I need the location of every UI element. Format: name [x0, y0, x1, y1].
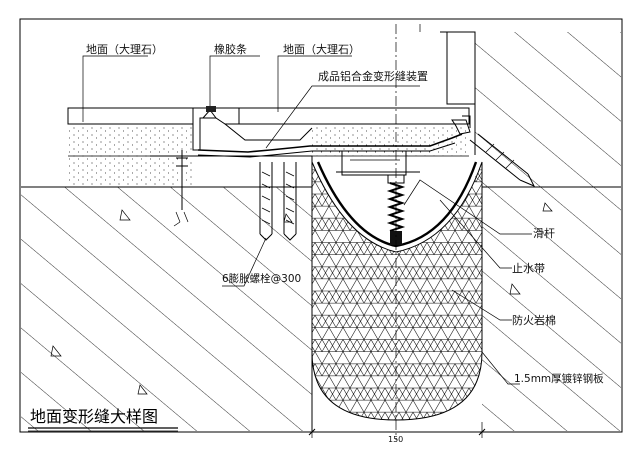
concrete-slab-left — [21, 186, 313, 431]
drawing-title: 地面变形缝大样图 — [30, 407, 158, 426]
leader-slide-bar — [403, 179, 532, 235]
label-rubber-strip: 橡胶条 — [214, 42, 247, 56]
anchor-bolts — [173, 150, 297, 241]
leader-rubber-strip — [209, 55, 260, 106]
label-waterstop: 止水带 — [512, 262, 545, 275]
concrete-slab-right — [482, 186, 621, 431]
leader-steel-plate — [481, 351, 520, 385]
marble-layer-right — [238, 107, 470, 157]
label-steel-plate: 1.5mm厚镀锌钢板 — [514, 372, 604, 385]
label-floor-right: 地面（大理石） — [283, 42, 360, 56]
marble-layer-left — [67, 107, 194, 125]
leader-floor-right — [277, 55, 352, 112]
rubber-strip — [206, 106, 216, 112]
leader-waterstop — [439, 199, 512, 269]
leader-fire-wool — [451, 289, 512, 321]
dimension-150: 150 — [308, 422, 486, 444]
label-fire-wool: 防火岩棉 — [512, 313, 556, 327]
leader-expansion-bolt — [222, 237, 267, 287]
wall-right — [440, 31, 621, 187]
concrete-aggregate-marks — [50, 202, 553, 395]
leader-floor-left — [82, 55, 148, 122]
aluminum-joint-device — [192, 107, 471, 176]
label-floor-left: 地面（大理石） — [86, 42, 163, 56]
leader-aluminum-device — [265, 85, 420, 149]
dimension-label: 150 — [388, 435, 403, 444]
steel-cover-plate — [150, 155, 313, 162]
label-slide-bar: 滑杆 — [533, 226, 555, 240]
label-expansion-bolt: 6膨胀螺栓@300 — [222, 272, 301, 285]
label-aluminum-device: 成品铝合金变形缝装置 — [318, 69, 428, 83]
wall-anchor — [469, 133, 536, 187]
